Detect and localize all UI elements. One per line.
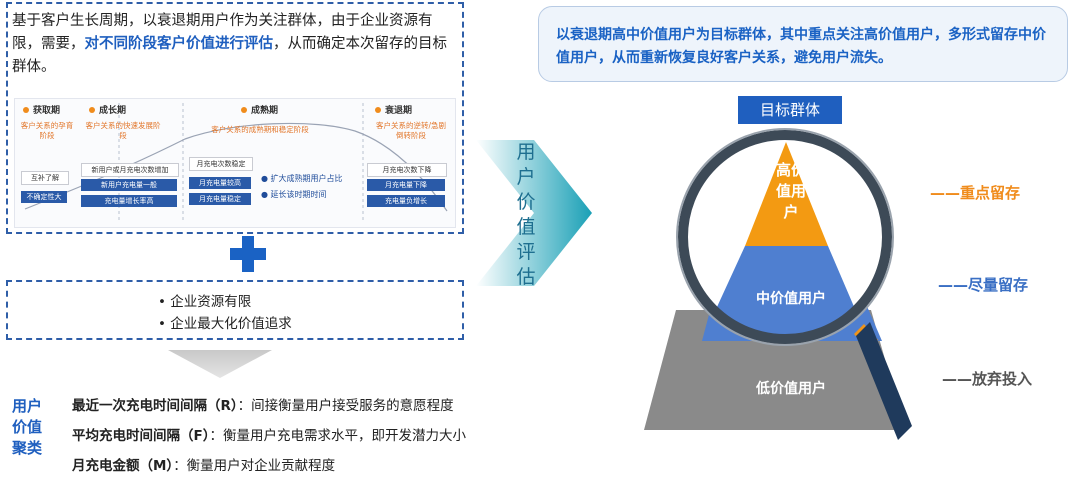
stage-box: 不确定性大 [21, 191, 67, 203]
user-value-label: 用户价值聚类 [12, 397, 43, 457]
tier-mid-label: 中价值用户 [756, 291, 826, 307]
intro-box [6, 2, 464, 234]
constraint-item: • 企业最大化价值追求 [158, 316, 292, 332]
intro-text: 基于客户生长周期，以衰退期用户作为关注群体，由于企业资源有限，需要，对不同阶段客… [12, 10, 460, 79]
tier-low-label: 低价值用户 [756, 381, 826, 397]
down-arrow-icon [168, 350, 272, 378]
intro-highlight: 对不同阶段客户价值进行评估 [84, 36, 274, 52]
stage-bullet: ● 扩大成熟期用户占比 [261, 174, 343, 183]
stage-box: 充电量增长率高 [81, 195, 177, 207]
target-statement-box [538, 6, 1068, 82]
constraint-item: • 企业资源有限 [158, 294, 252, 310]
stage-box: 互补了解 [21, 171, 69, 185]
retention-label-low: ——放弃投入 [942, 370, 1033, 388]
stage-box: 月充电量稳定 [189, 193, 251, 205]
stage-box: 月充电量下降 [367, 179, 445, 191]
stage-grow: 成长期 [89, 103, 126, 116]
constraints-box: • 企业资源有限 • 企业最大化价值追求 [6, 280, 464, 340]
metric-f: 平均充电时间间隔（F）：衡量用户充电需求水平，即开发潜力大小 [72, 428, 466, 444]
stage-box: 新用户或月充电次数增加 [81, 163, 179, 177]
metric-m: 月充电金额（M）：衡量用户对企业贡献程度 [72, 458, 336, 474]
pyramid-figure [644, 128, 912, 440]
tier-high-label: 高价值用户 [776, 161, 807, 221]
target-statement: 以衰退期高中价值用户为目标群体，其中重点关注高价值用户，多形式留存中价值用户，从… [556, 27, 1046, 66]
value-eval-label: 用户价值评估 [516, 141, 536, 288]
metric-r: 最近一次充电时间间隔（R）：间接衡量用户接受服务的意愿程度 [72, 398, 454, 414]
stage-desc: 客户关系的快速发展阶段 [85, 121, 161, 140]
stage-desc: 客户关系的成熟期和稳定阶段 [211, 125, 309, 134]
stage-desc: 客户关系的孕育阶段 [20, 121, 74, 140]
stage-box: 充电量负增长 [367, 195, 445, 207]
lifecycle-figure: 获取期 成长期 成熟期 衰退期 客户关系的孕育阶段 客户关系的快速发展阶段 客户… [14, 98, 456, 228]
magnifier-ring [678, 130, 892, 344]
stage-box: 月充电次数稳定 [189, 157, 253, 171]
magnifier-handle [856, 322, 912, 440]
target-group-title: 目标群体 [738, 96, 842, 124]
stage-box: 月充电量较高 [189, 177, 251, 189]
chevron-arrow-icon [476, 140, 592, 286]
retention-label-high: ——重点留存 [930, 184, 1021, 202]
plus-icon-bar [230, 248, 266, 260]
intro-text-b: ，从而确定本次留存的目标群体。 [12, 36, 447, 75]
magnifier-outer [676, 128, 894, 346]
stage-box: 月充电次数下降 [367, 163, 447, 177]
stage-box: 新用户充电量一般 [81, 179, 177, 191]
tier-mid [700, 246, 870, 337]
stage-bullet: ● 延长该时期时间 [261, 190, 327, 199]
stage-decline: 衰退期 [375, 103, 412, 116]
tier-high [745, 142, 828, 246]
retention-label-mid: ——尽量留存 [938, 276, 1029, 294]
intro-text-a: 基于客户生长周期，以衰退期用户作为关注群体，由于企业资源有限，需要， [12, 13, 433, 52]
stage-mature: 成熟期 [241, 103, 278, 116]
stage-acquire: 获取期 [23, 103, 60, 116]
stage-desc: 客户关系的逆转/急剧倒转阶段 [375, 121, 447, 140]
